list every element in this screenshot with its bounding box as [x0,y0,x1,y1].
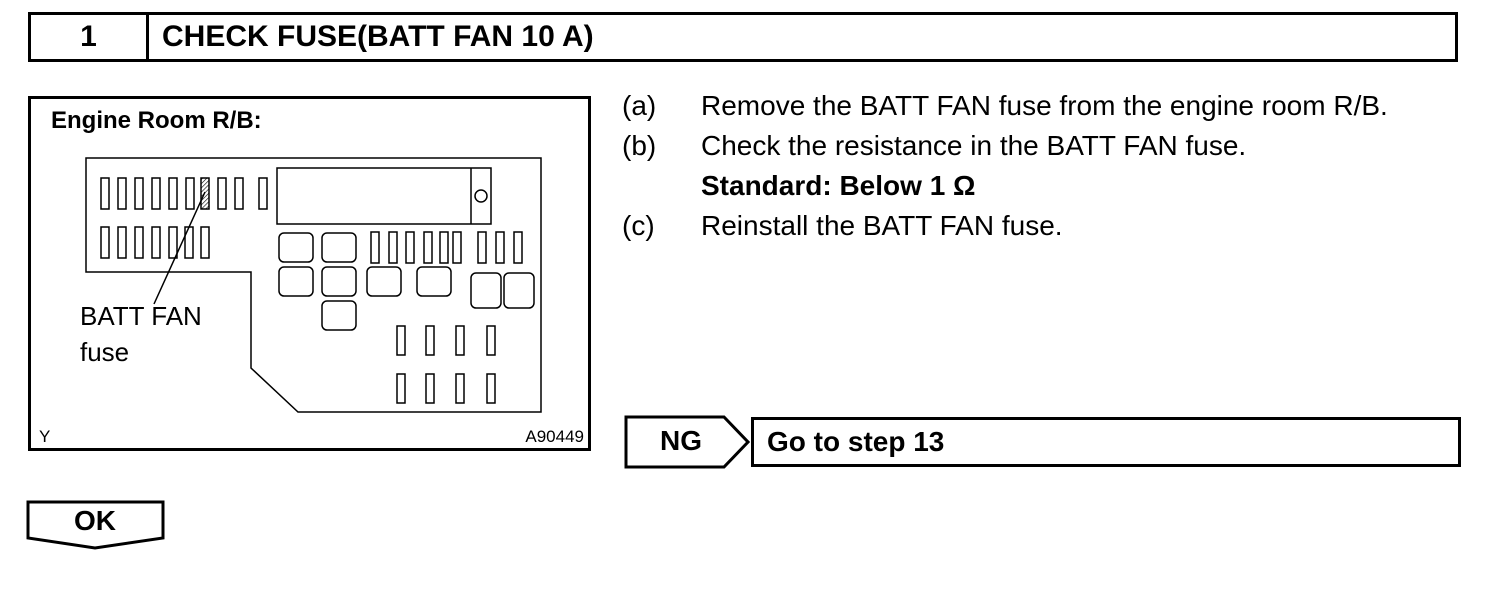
leader-line [153,191,206,305]
lower-fuse-rows [396,325,496,404]
connector-block [276,167,492,225]
second-fuse-row [100,226,210,259]
relay-block-outline [85,157,542,413]
instruction-c-letter: (c) [622,210,655,241]
instruction-c-text: Reinstall the BATT FAN fuse. [701,210,1063,241]
engine-room-relay-block-diagram [85,157,542,413]
relay-block-figure: Engine Room R/B: BATT FAN fuse Y A90449 [28,96,591,451]
ok-label: OK [74,505,116,536]
top-fuse-row [100,177,268,210]
instruction-b-text: Check the resistance in the BATT FAN fus… [701,130,1247,161]
relay-blocks [278,232,535,331]
batt-fan-label: BATT FAN [80,301,202,331]
connector-bolt [474,189,488,203]
figure-corner-code: Y [39,427,51,446]
step-header: 1 CHECK FUSE(BATT FAN 10 A) [28,12,1458,62]
step-number: 1 [31,15,149,59]
figure-id: A90449 [525,427,584,446]
ok-arrow-shape [26,500,165,550]
figure-title: Engine Room R/B: [51,107,262,134]
instruction-a-text: Remove the BATT FAN fuse from the engine… [701,90,1388,121]
instruction-a-letter: (a) [622,90,657,121]
fuse-label: fuse [80,337,130,367]
ng-action-box: Go to step 13 [751,417,1461,467]
step-title: CHECK FUSE(BATT FAN 10 A) [162,20,594,53]
instruction-b-letter: (b) [622,130,657,161]
ng-arrow-shape [624,415,750,469]
standard-value: Standard: Below 1 Ω [701,170,976,201]
ng-label: NG [660,425,702,456]
middle-fuse-row [370,231,523,264]
